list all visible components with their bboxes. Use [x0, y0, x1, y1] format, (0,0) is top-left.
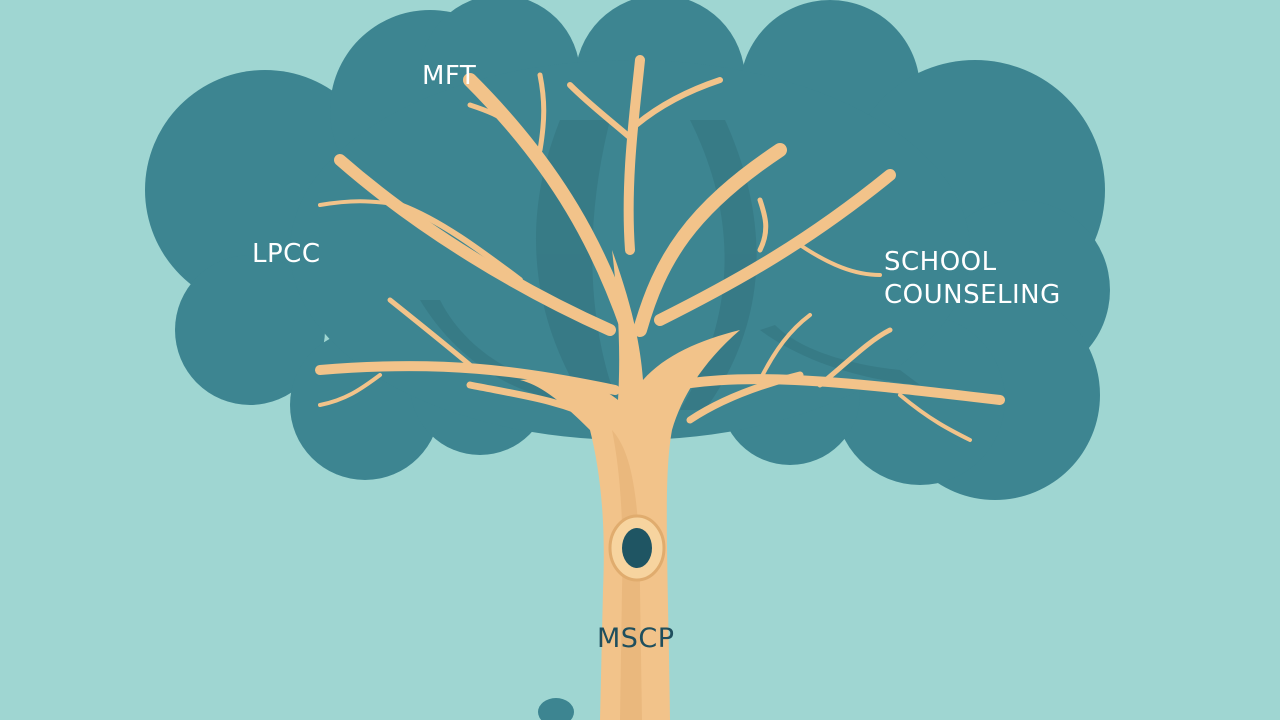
label-school-line2: COUNSELING [884, 279, 1061, 310]
ground-shadow [538, 698, 574, 720]
label-school-line1: SCHOOL [884, 247, 997, 277]
knot-hole [608, 514, 666, 582]
label-lpcc: LPCC [252, 239, 321, 269]
label-mscp: MSCP [597, 623, 675, 654]
label-mft: MFT [422, 61, 477, 91]
label-school-counseling: SCHOOL COUNSELING [884, 246, 1061, 311]
